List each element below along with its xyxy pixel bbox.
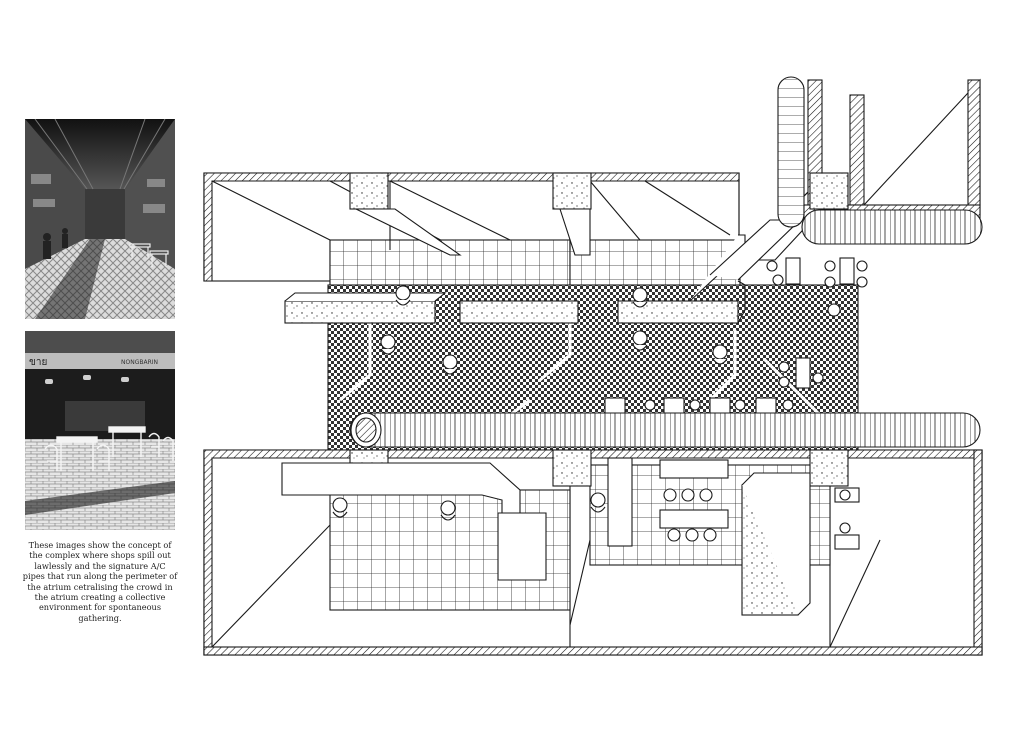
svg-text:ขาย: ขาย <box>29 357 47 368</box>
main-ac-pipe <box>349 412 981 448</box>
cafe-seating <box>604 257 868 415</box>
upper-right-block <box>777 76 983 245</box>
column <box>809 449 849 487</box>
cafe-photo: ขาย NONGBARIN <box>25 331 175 530</box>
people <box>380 285 728 375</box>
upper-shops <box>203 172 746 324</box>
column <box>552 449 592 487</box>
caption: These images show the concept of the com… <box>22 540 178 623</box>
axonometric-drawing <box>203 76 983 656</box>
column <box>349 172 389 210</box>
vertical-ac-pipe <box>777 76 805 228</box>
cafe-sign: NONGBARIN <box>121 359 158 366</box>
column <box>809 172 849 210</box>
column <box>552 172 592 210</box>
lower-shops <box>203 449 983 656</box>
horizontal-ac-pipe <box>801 209 983 245</box>
atrium-photo <box>25 119 175 319</box>
